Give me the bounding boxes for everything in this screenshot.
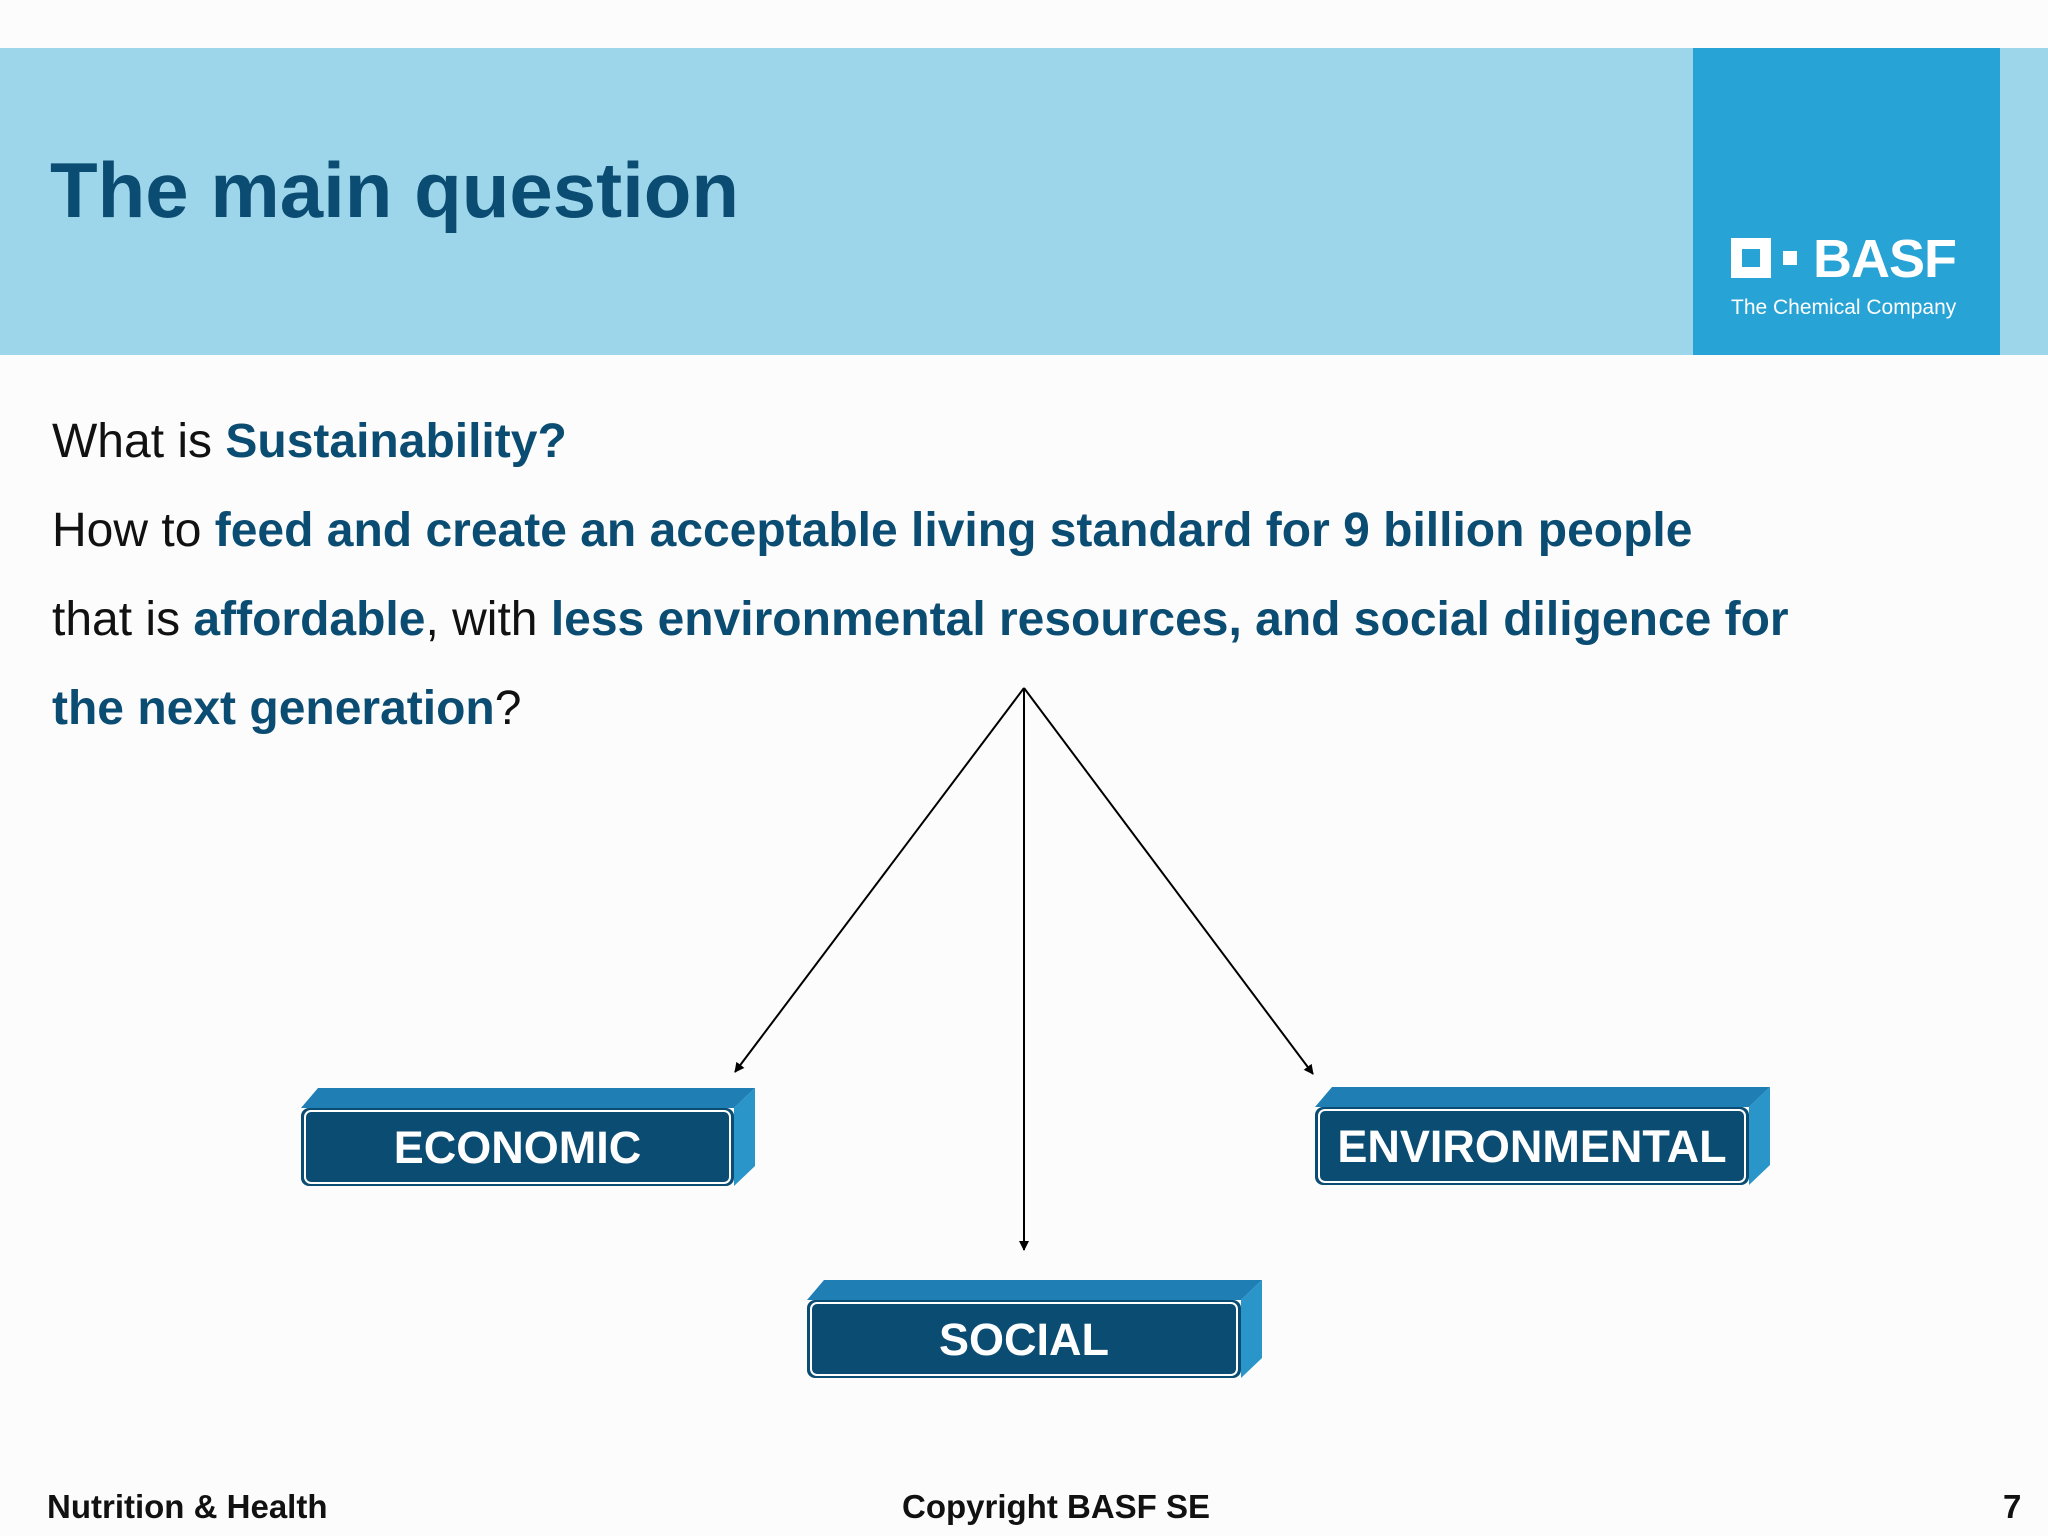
- question-line-4: the next generation?: [52, 680, 521, 738]
- question-text: , with: [425, 593, 551, 646]
- pillar-social-box: [807, 1280, 1262, 1378]
- question-highlight: less environmental resources, and social…: [550, 593, 1789, 646]
- page-number: 7: [2003, 1488, 2022, 1525]
- footer-section: Nutrition & Health: [47, 1488, 328, 1525]
- basf-logo-word: BASF: [1813, 229, 1957, 289]
- question-line-2: How to feed and create an acceptable liv…: [52, 502, 1692, 560]
- arrow-to-environmental: [1023, 687, 1314, 1075]
- question-text: ?: [494, 682, 522, 735]
- arrow-to-economic: [734, 687, 1025, 1073]
- footer-copyright: Copyright BASF SE: [902, 1488, 1211, 1525]
- question-text: that is: [52, 593, 194, 646]
- question-line-1: What is Sustainability?: [52, 413, 567, 471]
- pillar-economic-box: [301, 1088, 755, 1186]
- basf-logo-tagline: The Chemical Company: [1731, 296, 1957, 319]
- pillar-social-label: SOCIAL: [938, 1314, 1109, 1365]
- basf-logo: BASF The Chemical Company: [1693, 48, 2000, 355]
- question-text: What is: [52, 415, 226, 468]
- question-highlight: the next generation: [52, 682, 495, 735]
- pillar-economic-label: ECONOMIC: [393, 1122, 642, 1173]
- question-highlight: feed and create an acceptable living sta…: [214, 504, 1693, 557]
- pillar-environmental-label: ENVIRONMENTAL: [1337, 1121, 1727, 1172]
- basf-logo-mark-icon: [1731, 238, 1797, 278]
- pillar-environmental-box: [1315, 1087, 1770, 1185]
- question-highlight: Sustainability?: [225, 415, 567, 468]
- question-highlight: affordable: [193, 593, 426, 646]
- slide-title: The main question: [50, 146, 740, 234]
- question-text: How to: [52, 504, 215, 557]
- question-line-3: that is affordable, with less environmen…: [52, 591, 1789, 649]
